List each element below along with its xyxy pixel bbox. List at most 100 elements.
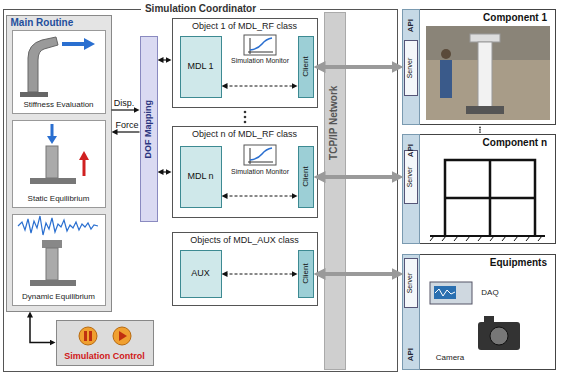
label-holder: Simulation Monitor [231, 57, 289, 65]
panel-title: Main Routine [11, 17, 74, 29]
person-head [441, 49, 451, 59]
specimen-column [46, 146, 58, 178]
box-label: Dynamic Equilibrium [22, 292, 95, 301]
figure-label: Simulation Monitor [231, 57, 289, 65]
model-box: MDL n [180, 146, 222, 208]
control-box: Simulation Control [56, 320, 154, 366]
monitor-curve [250, 38, 272, 50]
edge-label: Disp. [114, 98, 135, 108]
edge-label-holder: Disp. [114, 98, 135, 108]
load-arrow [51, 124, 54, 136]
column-cap [470, 34, 500, 42]
client-box: Client [298, 250, 314, 298]
daq-device [430, 282, 472, 304]
lab-photo [426, 26, 550, 120]
reaction-arrowhead [79, 151, 89, 160]
specimen-base [30, 280, 76, 286]
monitor-icon [244, 35, 276, 55]
connector-arrow [112, 109, 137, 110]
connector-arrow [320, 175, 398, 179]
model-box: AUX [180, 250, 222, 298]
monitor-curve [250, 148, 272, 160]
pause-bar [89, 331, 92, 341]
band-label: TCP/IP Network [329, 85, 341, 159]
control-label: Simulation Control [64, 351, 145, 361]
client-label: Client [301, 263, 310, 283]
component-title: Component 1 [483, 12, 547, 24]
figure-label: Simulation Monitor [231, 168, 289, 176]
specimen-shape [28, 37, 58, 92]
ground-hatch [430, 236, 542, 241]
ellipsis-dot [479, 127, 481, 129]
client-label: Client [301, 166, 310, 186]
reaction-arrow [83, 160, 86, 176]
component-box: Component nAPIServer [402, 134, 556, 244]
figure-label: Camera [436, 353, 464, 362]
connector-arrow [161, 171, 169, 172]
server-box: Server [404, 258, 418, 308]
monitor-axis [248, 52, 273, 53]
ellipsis-dot [479, 129, 481, 131]
column-specimen [478, 42, 492, 108]
ellipsis-dot [244, 121, 247, 124]
figure-label: DAQ [481, 288, 498, 297]
label-holder: DAQ [481, 288, 498, 297]
component-box: Equipments APIServer [402, 254, 556, 370]
server-label: Server [406, 57, 414, 78]
connector-arrow [320, 272, 398, 276]
mapping-band: DOF Mapping [140, 36, 158, 222]
client-label: Client [301, 56, 310, 76]
load-arrowhead [84, 38, 95, 50]
ground-line [430, 235, 545, 237]
server-box: Server [404, 150, 418, 204]
connector-arrow [30, 315, 53, 343]
object-title: Objects of MDL_AUX class [190, 235, 299, 245]
specimen-column [46, 248, 58, 280]
connector-arrow [161, 59, 169, 60]
box-label: Stiffness Evaluation [23, 100, 93, 109]
load-arrowhead [47, 136, 57, 144]
monitor-icon [244, 145, 276, 165]
api-strip: APIServer [402, 254, 420, 370]
play-triangle [119, 331, 127, 341]
connector-arrow [225, 196, 295, 197]
column-footing [466, 106, 504, 114]
edge-label: Force [115, 120, 138, 130]
ground-motion [18, 216, 98, 235]
load-arrow [62, 42, 84, 46]
label-holder: Camera [436, 353, 464, 362]
camera-lens [490, 327, 508, 345]
api-strip: APIServer [402, 134, 420, 244]
coordinator-frame: Simulation CoordinatorMain RoutineStiffn… [3, 9, 398, 372]
specimen-base [20, 92, 48, 97]
server-label: Server [406, 166, 414, 187]
mass-block [42, 240, 62, 248]
camera-body [478, 322, 520, 350]
object-title: Object n of MDL_RF class [192, 129, 297, 139]
band-label: DOF Mapping [143, 99, 153, 158]
pause-button [79, 327, 97, 345]
model-label: AUX [191, 268, 210, 278]
model-box: MDL 1 [180, 36, 222, 98]
specimen-base [30, 178, 76, 184]
ellipsis-dot [244, 116, 247, 119]
camera-flash [484, 316, 494, 322]
object-title: Object 1 of MDL_RF class [192, 21, 297, 31]
connector-arrow [115, 131, 140, 132]
api-label: API [406, 19, 415, 32]
label-holder: Simulation Monitor [231, 168, 289, 176]
client-box: Client [298, 146, 314, 208]
server-box: Server [404, 40, 418, 96]
play-button [113, 327, 131, 345]
object-box: Objects of MDL_AUX classAUX Client [172, 232, 318, 306]
frame-title: Simulation Coordinator [141, 3, 260, 15]
monitor-axis [250, 38, 251, 54]
daq-screen [434, 286, 456, 299]
model-label: MDL 1 [187, 61, 213, 71]
connector-arrow [225, 274, 295, 275]
box-label: Static Equilibrium [28, 194, 90, 203]
component-title: Equipments [490, 257, 547, 269]
